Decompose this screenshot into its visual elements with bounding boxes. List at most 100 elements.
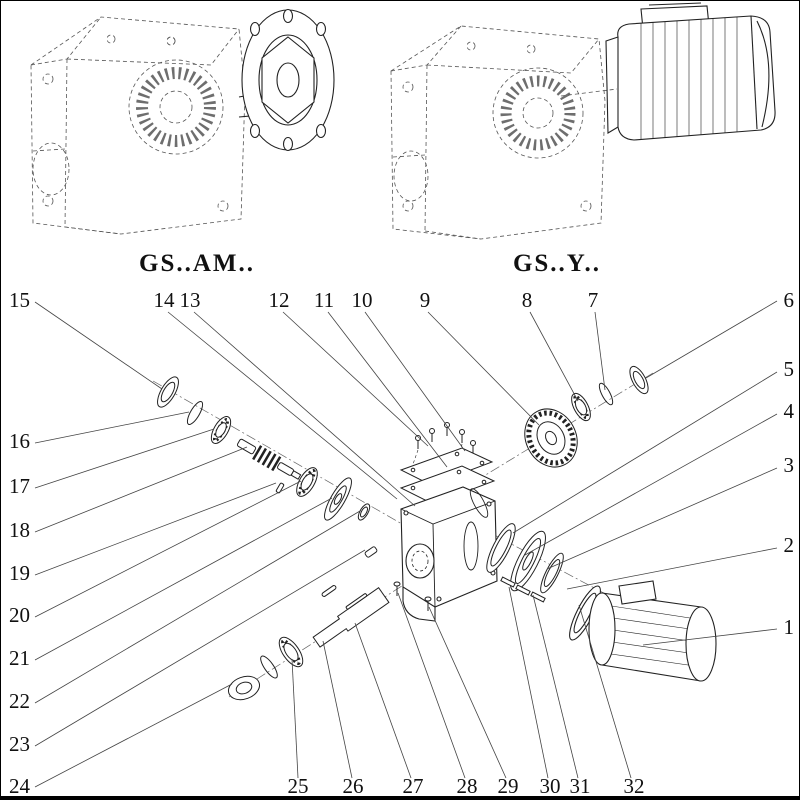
leader-line-2 [566, 547, 778, 590]
leader-line-31 [532, 594, 579, 779]
callout-number-16: 16 [9, 429, 30, 453]
callout-number-11: 11 [314, 288, 334, 312]
callout-number-26: 26 [343, 774, 364, 796]
cover-ring [540, 552, 564, 594]
callout-number-5: 5 [784, 357, 795, 381]
leader-line-32 [578, 604, 632, 779]
snap-ring [186, 401, 204, 425]
snap-ring-2 [598, 382, 614, 406]
leader-line-26 [322, 640, 353, 779]
output-shaft-assembly [228, 546, 432, 701]
screw-lower-1 [393, 581, 401, 596]
ball-bearing-4 [278, 636, 304, 668]
oil-seal [157, 376, 179, 408]
motor-assembly [569, 580, 717, 682]
leader-line-9 [427, 311, 540, 426]
snap-ring-3 [260, 655, 278, 679]
leader-line-21 [34, 497, 333, 661]
callout-number-6: 6 [784, 288, 795, 312]
leader-line-11 [327, 311, 448, 468]
gear-assembly [524, 365, 649, 468]
leader-line-27 [354, 622, 412, 779]
model-label-gs-am: GS..AM.. [139, 250, 255, 277]
callout-number-10: 10 [352, 288, 373, 312]
callout-number-20: 20 [9, 603, 30, 627]
leader-line-29 [428, 606, 507, 779]
gs-am-output-flange [238, 8, 335, 152]
end-washer [228, 675, 260, 701]
dowel-pin [275, 482, 285, 494]
motor-rear-end [685, 606, 717, 682]
gs-am-gearbox-outline [30, 16, 246, 235]
callout-number-14: 14 [154, 288, 176, 312]
gs-y-gearbox-outline [390, 25, 618, 240]
callout-number-31: 31 [570, 774, 591, 796]
callout-number-17: 17 [9, 474, 30, 498]
shaft-key [321, 585, 337, 597]
cover-plate-lower [399, 465, 496, 505]
callout-number-24: 24 [9, 774, 31, 796]
motor-front-flange [605, 36, 619, 134]
callout-number-32: 32 [624, 774, 645, 796]
callout-number-23: 23 [9, 732, 30, 756]
callout-number-3: 3 [784, 453, 795, 477]
top-cover-assembly [399, 422, 496, 505]
leader-line-1 [642, 628, 778, 646]
leader-line-24 [34, 683, 233, 788]
housing-front-bore [405, 543, 435, 579]
leader-line-6 [645, 300, 778, 379]
leader-line-12 [282, 311, 429, 447]
callout-number-12: 12 [269, 288, 290, 312]
motor-end-cap [750, 15, 758, 130]
oil-seal-2 [629, 365, 649, 395]
callout-number-25: 25 [288, 774, 309, 796]
screw-projection-lines [411, 443, 463, 468]
model-label-gs-y: GS..Y.. [513, 250, 601, 277]
ball-bearing-3 [571, 392, 591, 422]
leader-line-30 [508, 586, 549, 779]
leader-line-15 [34, 301, 163, 390]
leader-line-14 [167, 311, 398, 500]
callout-number-18: 18 [9, 518, 30, 542]
leader-line-4 [524, 413, 778, 556]
input-shaft-assembly [157, 376, 371, 521]
leader-line-13 [193, 311, 416, 507]
callout-number-13: 13 [180, 288, 201, 312]
callout-number-9: 9 [420, 288, 431, 312]
gs-y-input-spline-ring [500, 75, 576, 151]
callout-number-27: 27 [403, 774, 424, 796]
ball-bearing-2 [296, 467, 318, 497]
output-shaft [312, 586, 390, 648]
motor-terminal-box-2 [618, 580, 657, 605]
callout-number-29: 29 [498, 774, 519, 796]
housing-side-flange [463, 521, 479, 571]
stud-bolts [500, 576, 546, 603]
housing-sump [402, 587, 436, 622]
callout-number-2: 2 [784, 533, 795, 557]
leader-line-28 [397, 592, 466, 779]
motor-front-end [588, 592, 616, 666]
leader-line-8 [529, 311, 579, 402]
callout-number-4: 4 [784, 399, 795, 423]
input-axis [152, 380, 450, 552]
worm-gear-disc [324, 477, 352, 521]
callout-number-28: 28 [457, 774, 478, 796]
leader-line-18 [34, 446, 248, 533]
leader-line-20 [34, 480, 302, 618]
leader-line-5 [512, 371, 778, 534]
callout-number-22: 22 [9, 689, 30, 713]
callout-number-1: 1 [784, 615, 795, 639]
gs-am-input-spline-ring [136, 67, 216, 147]
leader-line-3 [546, 467, 778, 570]
leader-line-17 [34, 428, 215, 489]
ball-bearing [210, 416, 232, 444]
gs-y-motor [605, 2, 776, 141]
leader-line-23 [34, 549, 366, 747]
housing-gear-bore [469, 488, 489, 518]
callout-number-7: 7 [588, 288, 599, 312]
plug-bolt [364, 546, 378, 558]
callout-number-19: 19 [9, 561, 30, 585]
